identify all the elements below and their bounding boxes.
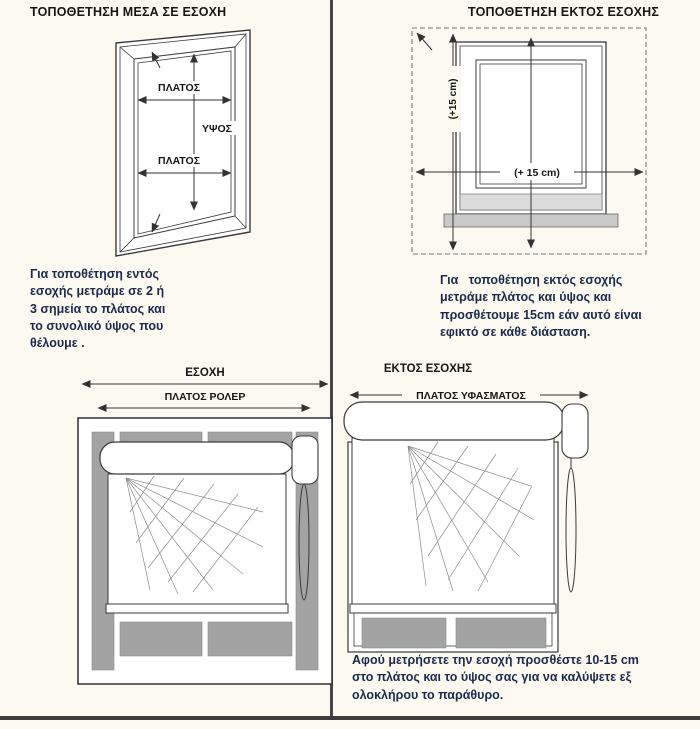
label-bg: [445, 66, 461, 132]
window-frame-perspective: [115, 29, 251, 257]
diagram-window-outside-recess: (+15 cm) (+ 15 cm): [411, 27, 647, 255]
height-label: ΥΨΟΣ: [202, 123, 232, 135]
control-bracket: [561, 403, 589, 459]
label-bg: [402, 387, 540, 403]
fabric-width-label: ΠΛΑΤΟΣ ΥΦΑΣΜΑΤΟΣ: [416, 390, 526, 402]
measure-arrows-inside: [137, 51, 232, 233]
blind-fabric: [351, 437, 555, 611]
label-bg: [500, 163, 574, 180]
title-outside-recess: ΤΟΠΟΘΕΤΗΣΗ ΕΚΤΟΣ ΕΣΟΧΗΣ: [468, 5, 660, 19]
diagram-roller-inside-recess: ΕΣΟΧΗ ΠΛΑΤΟΣ ΡΟΛΕΡ: [77, 367, 333, 685]
roller-width-label: ΠΛΑΤΟΣ ΡΟΛΕΡ: [165, 391, 246, 403]
caption-outside-recess: Για τοποθέτηση εκτός εσοχής μετράμε πλάτ…: [440, 273, 642, 339]
caption-inside-recess: Για τοποθέτηση εντός εσοχής μετράμε σε 2…: [30, 267, 166, 350]
title-inside-recess: ΤΟΠΟΘΕΤΗΣΗ ΜΕΣΑ ΣΕ ΕΣΟΧΗ: [30, 5, 227, 19]
roller-tube: [99, 441, 295, 475]
chain-loop: [565, 467, 577, 593]
fabric-texture: [125, 475, 264, 595]
label-bg: [154, 154, 204, 167]
label-bg: [154, 81, 204, 94]
bottom-rail: [105, 603, 289, 614]
height-plus-label: (+15 cm): [448, 79, 459, 120]
diagram-window-inside-recess: ΠΛΑΤΟΣ ΥΨΟΣ ΠΛΑΤΟΣ: [115, 29, 251, 257]
corner-arrow: [416, 32, 433, 51]
corner-arrow-bottom: [151, 213, 161, 233]
bottom-rule: [0, 716, 700, 720]
bottom-rail: [349, 603, 557, 614]
width-label-bottom: ΠΛΑΤΟΣ: [158, 155, 200, 167]
roller-tube: [343, 401, 565, 441]
width-label-top: ΠΛΑΤΟΣ: [158, 82, 200, 94]
chain-loop: [298, 483, 310, 601]
vertical-divider: [330, 0, 333, 717]
control-bracket: [291, 435, 319, 485]
width-plus-label: (+ 15 cm): [514, 167, 560, 179]
outside-recess-label: ΕΚΤΟΣ ΕΣΟΧΗΣ: [384, 363, 472, 375]
window-sill-gray: [361, 617, 547, 649]
recess-label: ΕΣΟΧΗ: [185, 367, 225, 379]
fabric-texture: [407, 441, 535, 592]
corner-arrow-top: [151, 51, 161, 69]
dashed-outline: [411, 27, 647, 255]
blind-fabric: [107, 473, 287, 609]
label-bg: [199, 121, 239, 135]
diagram-roller-outside-recess: ΕΚΤΟΣ ΕΣΟΧΗΣ ΠΛΑΤΟΣ ΥΦΑΣΜΑΤΟΣ: [343, 363, 589, 653]
caption-bottom-measure: Αφού μετρήσετε την εσοχή προσθέστε 10-15…: [352, 653, 639, 702]
